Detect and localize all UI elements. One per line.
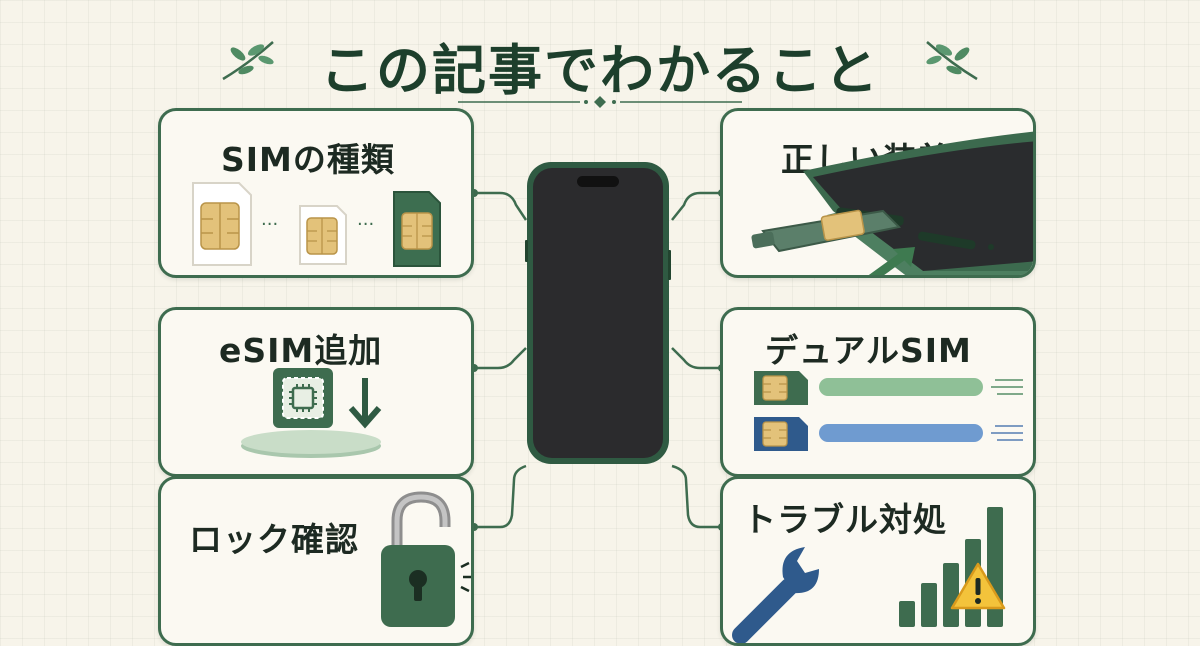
page-title: この記事でわかること	[320, 39, 880, 102]
card-label: デュアルSIM	[765, 331, 972, 370]
card-label: SIMの種類	[221, 140, 395, 179]
line-status-bar	[819, 378, 983, 396]
leaf-icon	[222, 41, 274, 81]
sim-card-icon	[192, 182, 252, 266]
sim-card-icon	[754, 371, 808, 405]
title-divider	[458, 96, 742, 108]
sim-card-icon	[393, 191, 441, 267]
phone-icon	[525, 162, 671, 464]
card-lock-check: ロック確認	[158, 476, 474, 646]
card-label: eSIM追加	[219, 331, 383, 370]
wrench-icon	[732, 547, 819, 643]
card-dual-sim: デュアルSIM	[720, 307, 1036, 477]
card-sim-types: SIMの種類 ... ...	[158, 108, 474, 278]
chip-icon	[241, 368, 381, 458]
sim-card-icon	[299, 205, 347, 265]
download-arrow-icon	[348, 378, 382, 429]
card-label: ロック確認	[189, 520, 359, 559]
card-correct-install: 正しい装着	[720, 108, 1036, 278]
dots-separator: ...	[357, 209, 375, 230]
card-troubleshoot: トラブル対処	[720, 476, 1036, 646]
padlock-icon	[381, 491, 471, 627]
sim-card-icon	[754, 417, 808, 451]
dots-separator: ...	[261, 209, 279, 230]
warning-icon	[950, 562, 1006, 610]
speed-lines-icon	[991, 379, 1023, 395]
card-esim-add: eSIM追加	[158, 307, 474, 477]
leaf-icon	[926, 41, 978, 81]
speed-lines-icon	[991, 425, 1023, 441]
line-status-bar	[819, 424, 983, 442]
sim-tray-icon	[751, 131, 1033, 275]
card-label: トラブル対処	[743, 500, 947, 539]
